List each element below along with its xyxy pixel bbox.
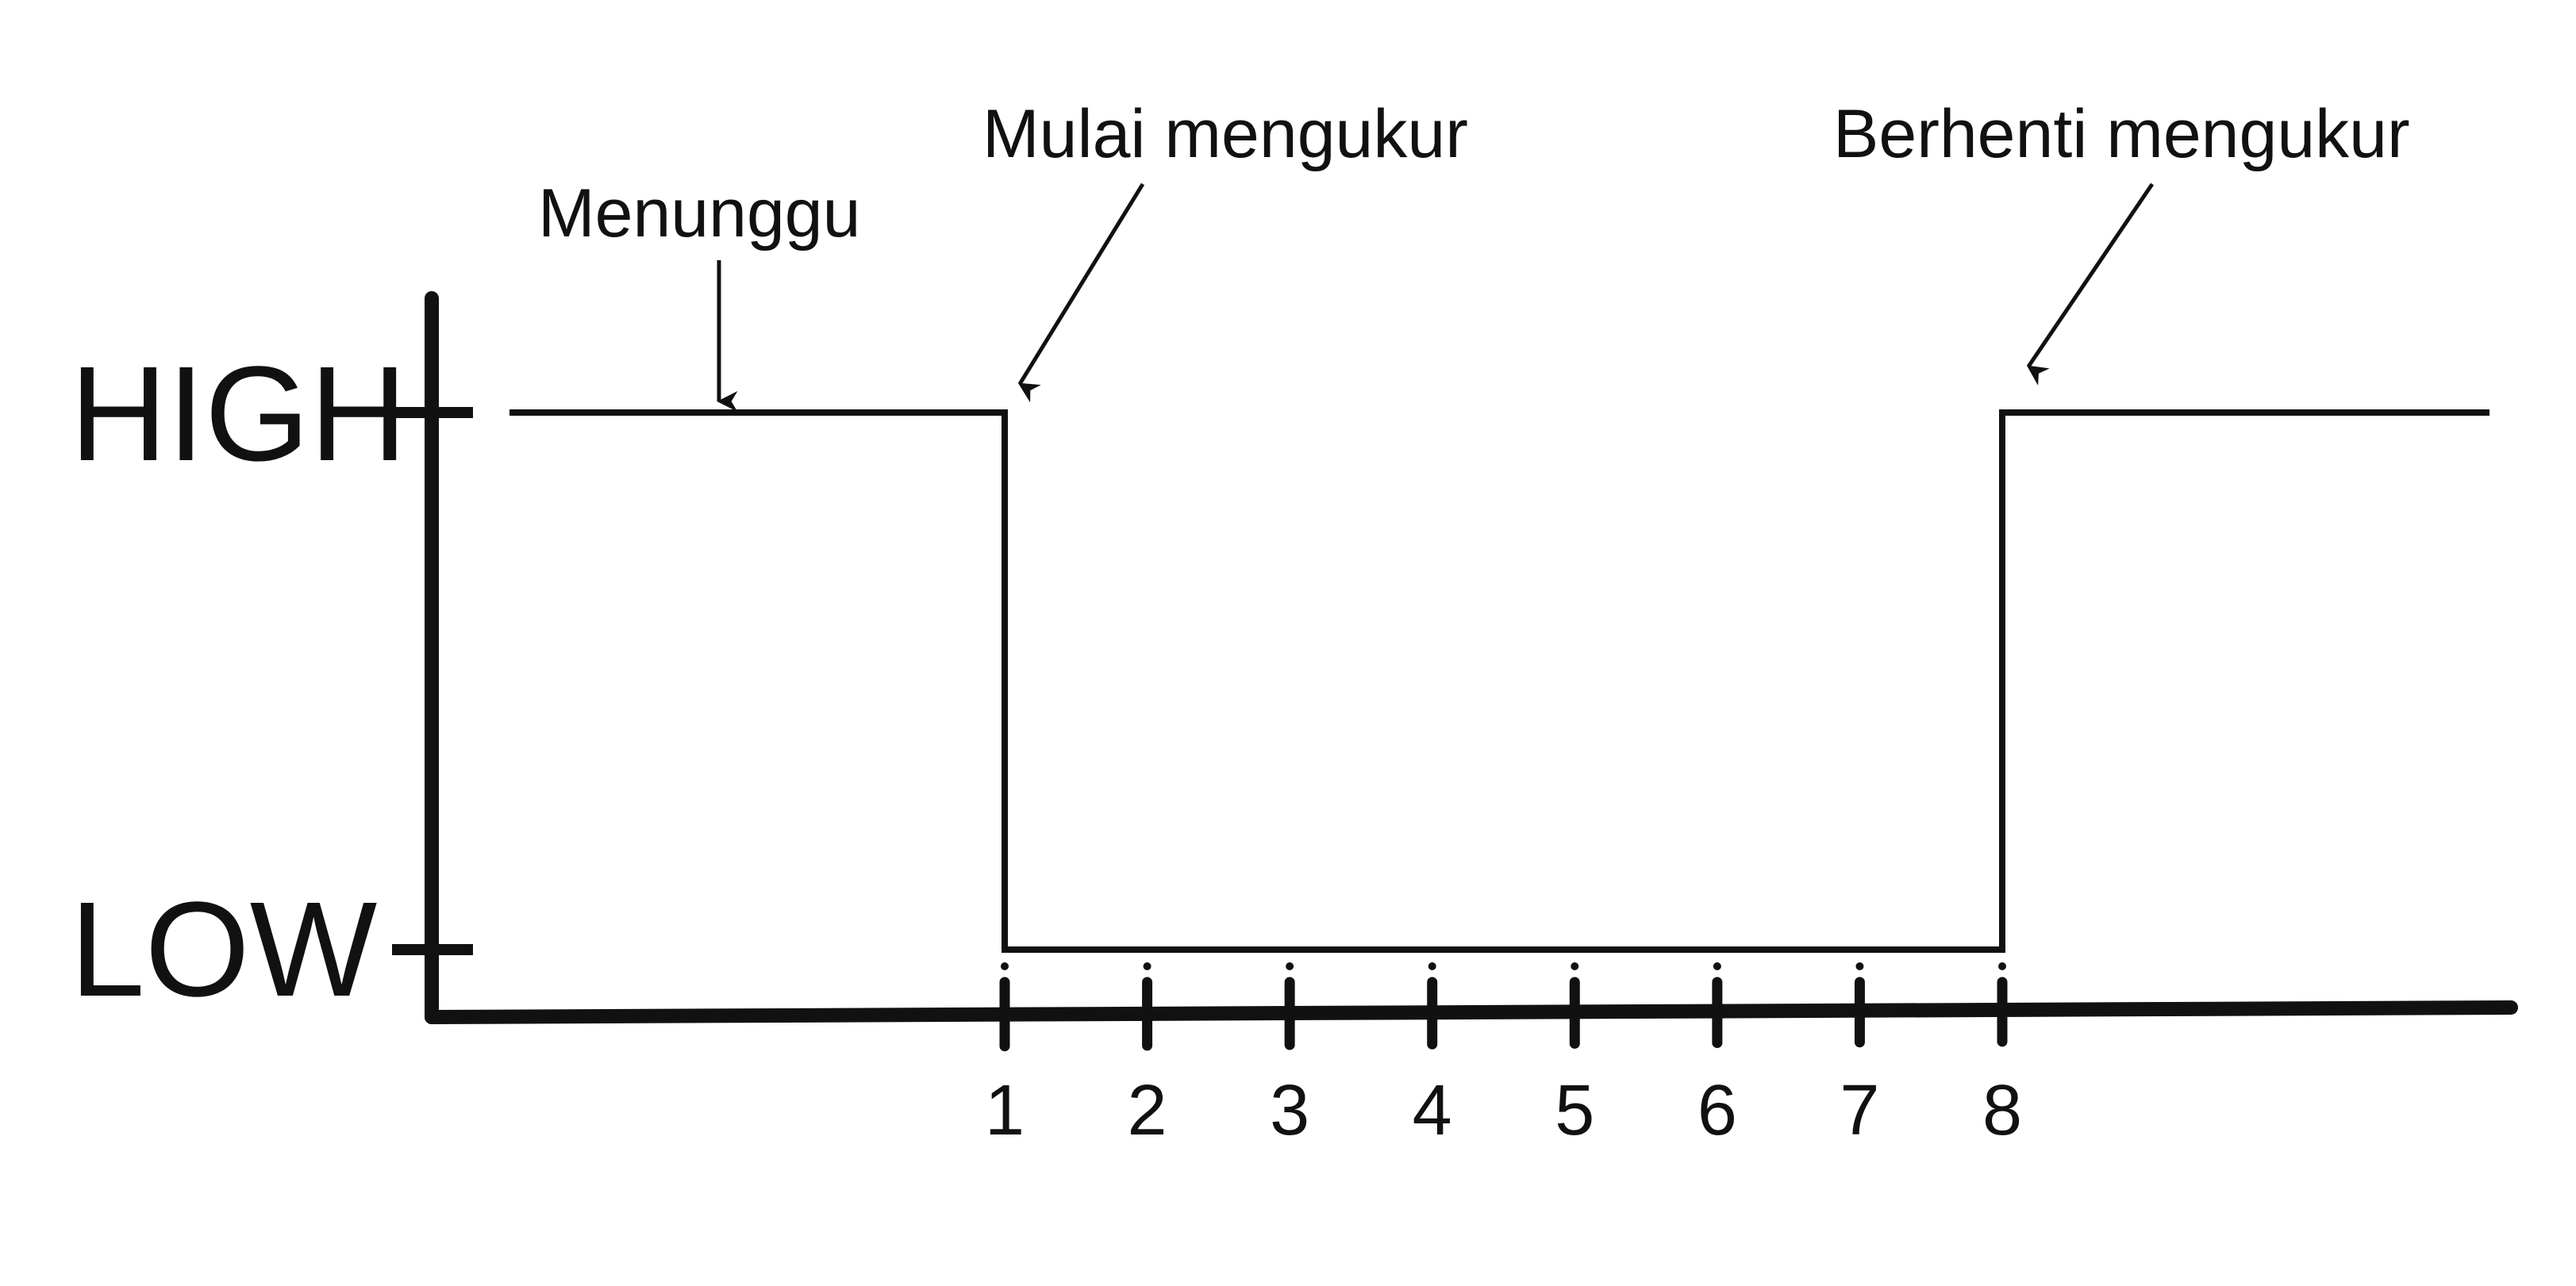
- tick-label-6: 6: [1697, 1071, 1737, 1150]
- tick-dot: [1286, 962, 1294, 970]
- stop-measure-arrow: [2026, 182, 2155, 386]
- tick-label-2: 2: [1128, 1071, 1167, 1150]
- waiting-label: Menunggu: [538, 175, 860, 251]
- tick-dot: [1428, 962, 1436, 970]
- tick-dot: [1571, 962, 1579, 970]
- tick-label-1: 1: [985, 1071, 1025, 1150]
- tick-label-4: 4: [1413, 1071, 1452, 1150]
- x-axis: [425, 1000, 2518, 1024]
- high-level-label: HIGH: [70, 339, 407, 489]
- tick-label-8: 8: [1982, 1071, 2022, 1150]
- tick-label-5: 5: [1555, 1071, 1594, 1150]
- tick-dot: [1143, 962, 1152, 970]
- stop-measure-label: Berhenti mengukur: [1833, 96, 2410, 172]
- tick-dot: [1713, 962, 1721, 970]
- tick-dot: [1855, 962, 1864, 970]
- start-measure-arrow: [1017, 182, 1145, 403]
- time-ticks: 1 2 3 4 5 6 7 8: [985, 962, 2022, 1150]
- low-level-label: LOW: [70, 874, 377, 1025]
- tick-label-7: 7: [1840, 1071, 1879, 1150]
- start-measure-label: Mulai mengukur: [982, 96, 1468, 172]
- tick-label-3: 3: [1270, 1071, 1309, 1150]
- tick-dot: [1001, 962, 1009, 970]
- tick-dot: [1998, 962, 2006, 970]
- signal-waveform: [509, 409, 2489, 953]
